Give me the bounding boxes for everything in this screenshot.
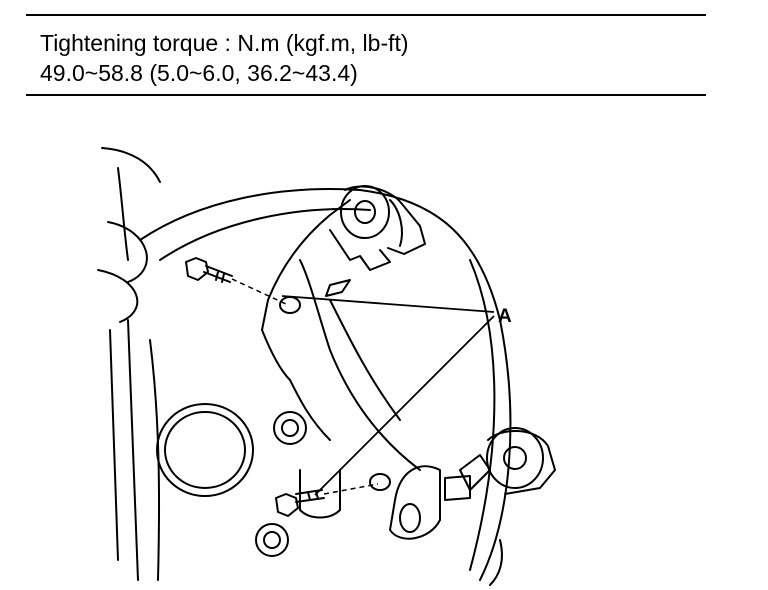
- disc-edge: [489, 539, 503, 586]
- torque-spec-box: Tightening torque : N.m (kgf.m, lb-ft) 4…: [26, 14, 706, 96]
- bottom-rule: [26, 94, 706, 96]
- torque-value: 49.0~58.8 (5.0~6.0, 36.2~43.4): [40, 60, 358, 86]
- torque-label: Tightening torque : N.m (kgf.m, lb-ft): [40, 30, 409, 56]
- caliper-bracket: [261, 199, 421, 519]
- lower-guide-pin: [444, 427, 556, 501]
- upper-guide-pin: [325, 185, 426, 297]
- install-paths: [231, 278, 379, 495]
- upper-bolt: [185, 257, 301, 314]
- brake-disc: [139, 188, 512, 581]
- strut-body: [97, 147, 161, 581]
- top-rule: [26, 14, 706, 16]
- lower-bracket-plate: [369, 465, 441, 540]
- lower-bolt: [275, 489, 325, 517]
- callout-a: A: [498, 306, 512, 327]
- callout-leaders: [281, 295, 495, 496]
- hub-nuts: [255, 411, 307, 557]
